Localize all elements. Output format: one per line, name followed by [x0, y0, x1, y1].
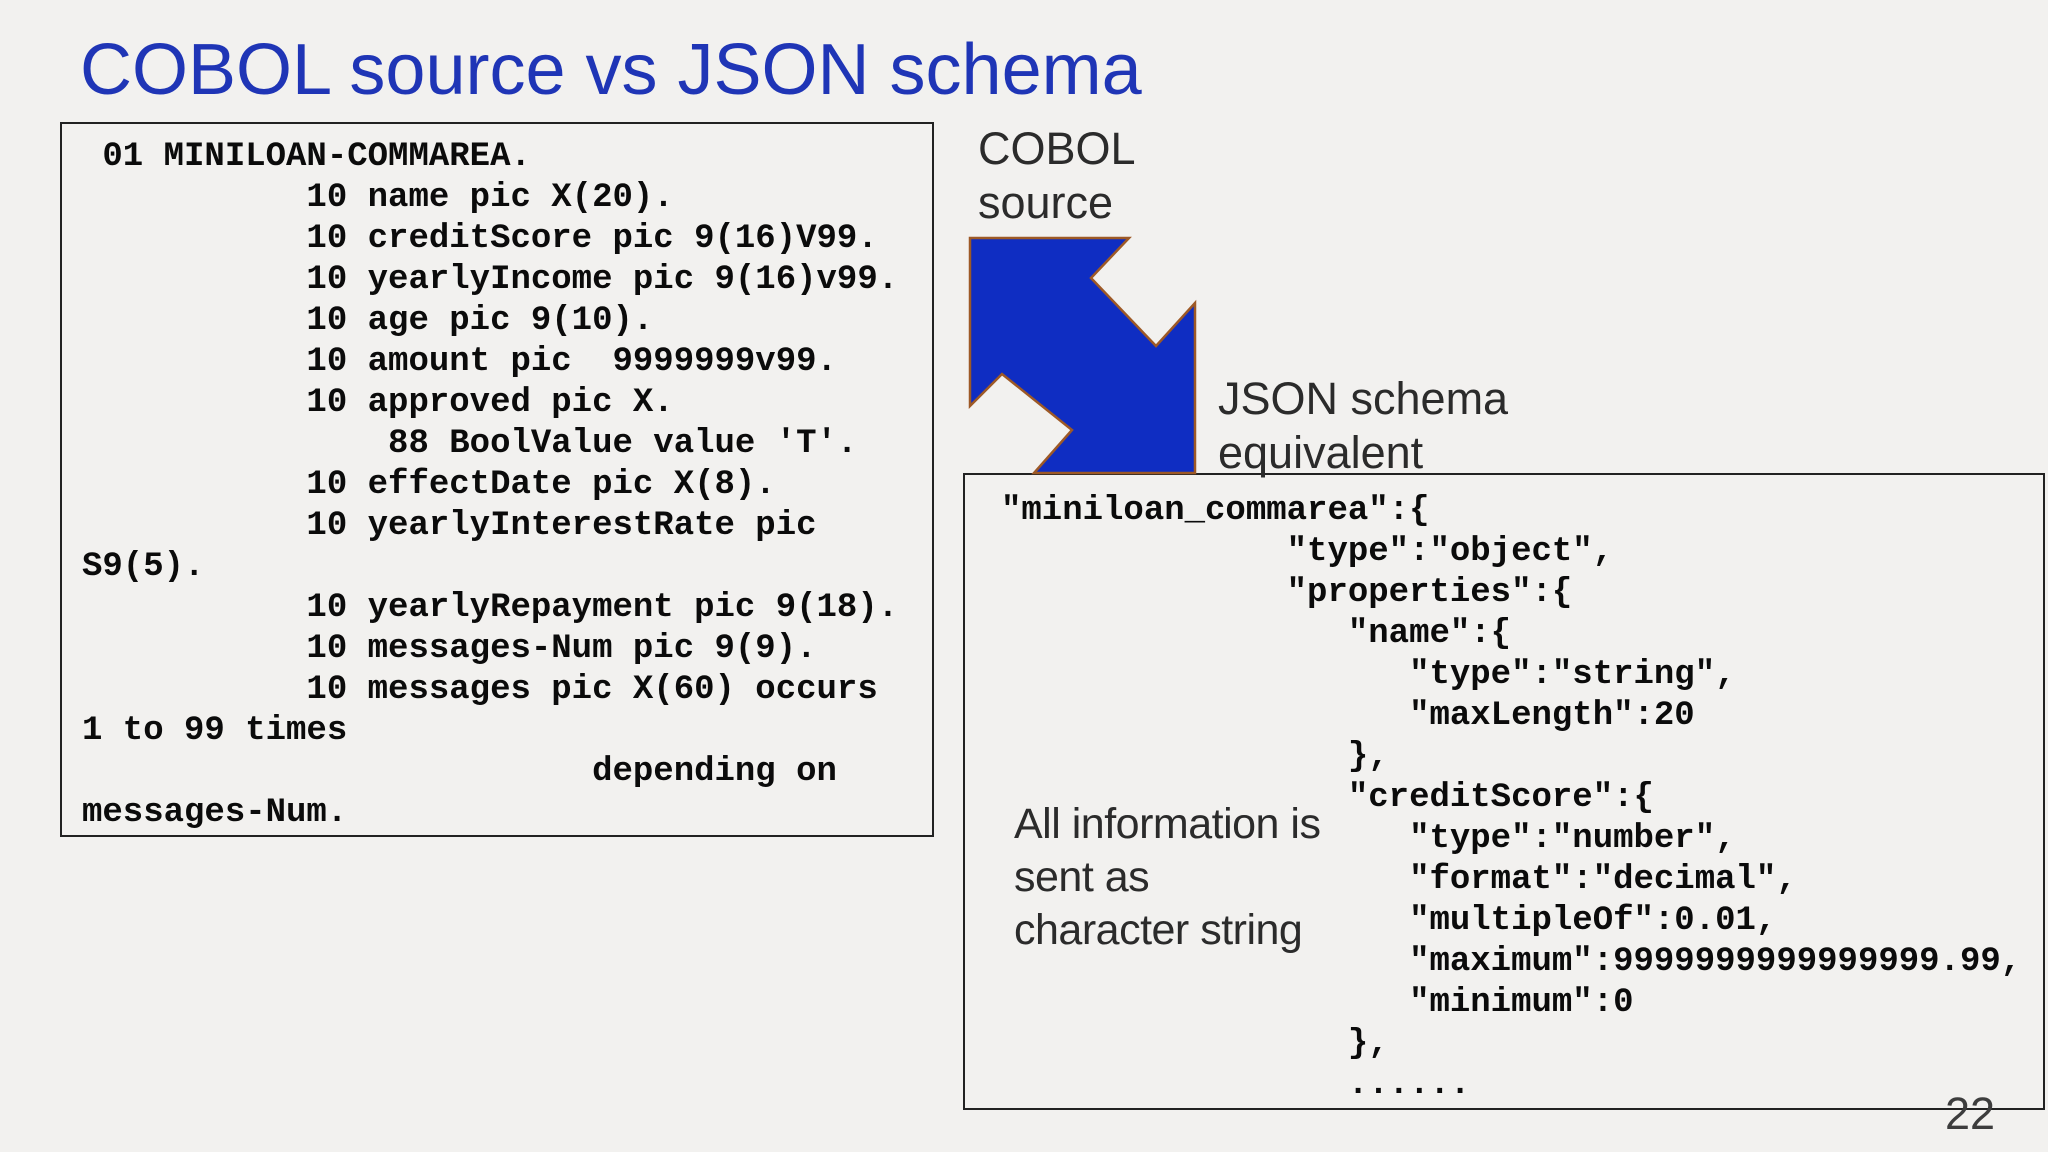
cobol-source-label: COBOL source [978, 123, 1136, 228]
double-diagonal-arrow-icon [968, 236, 1197, 475]
page-title: COBOL source vs JSON schema [80, 30, 1142, 110]
annotation-text: All information is sent as character str… [1014, 800, 1321, 954]
json-schema-panel: "miniloan_commarea":{ "type":"object", "… [963, 473, 2045, 1110]
double-diagonal-arrow-shape [968, 236, 1197, 475]
json-schema-label: JSON schema equivalent [1218, 373, 1509, 478]
json-schema-code: "miniloan_commarea":{ "type":"object", "… [1001, 492, 2022, 1104]
page-number: 22 [1944, 1088, 1996, 1139]
cobol-code-panel: 01 MINILOAN-COMMAREA. 10 name pic X(20).… [60, 122, 934, 837]
cobol-code: 01 MINILOAN-COMMAREA. 10 name pic X(20).… [82, 138, 899, 832]
